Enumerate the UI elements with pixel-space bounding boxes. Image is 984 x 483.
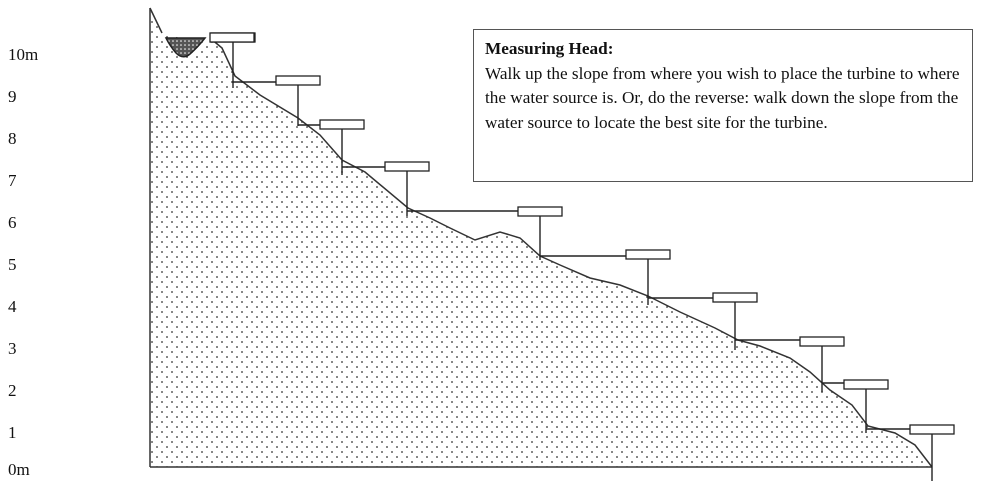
y-axis-label: 6 xyxy=(8,213,17,232)
water-source xyxy=(164,37,207,58)
spirit-level xyxy=(517,206,563,217)
note-body: Walk up the slope from where you wish to… xyxy=(485,63,960,132)
hillside-ground xyxy=(150,8,932,467)
y-axis-label: 3 xyxy=(8,339,17,358)
y-axis-label: 9 xyxy=(8,87,17,106)
slope-line xyxy=(149,7,933,468)
measuring-head-note: Measuring Head: Walk up the slope from w… xyxy=(473,29,973,182)
spirit-level xyxy=(712,292,758,303)
spirit-level xyxy=(625,249,671,260)
spirit-level xyxy=(209,32,255,43)
y-axis-label: 5 xyxy=(8,255,17,274)
leveling-steps xyxy=(209,32,955,481)
y-axis-label: 8 xyxy=(8,129,17,148)
y-axis-label: 2 xyxy=(8,381,17,400)
y-axis-label: 7 xyxy=(8,171,17,190)
y-axis-label: 10m xyxy=(8,45,38,64)
spirit-level xyxy=(384,161,430,172)
spirit-level xyxy=(319,119,365,130)
spirit-level xyxy=(843,379,889,390)
y-axis-label: 1 xyxy=(8,423,17,442)
y-axis-label: 4 xyxy=(8,297,17,316)
y-axis-label: 0m xyxy=(8,460,30,479)
spirit-level xyxy=(799,336,845,347)
note-title: Measuring Head: xyxy=(485,39,614,58)
spirit-level xyxy=(275,75,321,86)
spirit-level xyxy=(909,424,955,435)
